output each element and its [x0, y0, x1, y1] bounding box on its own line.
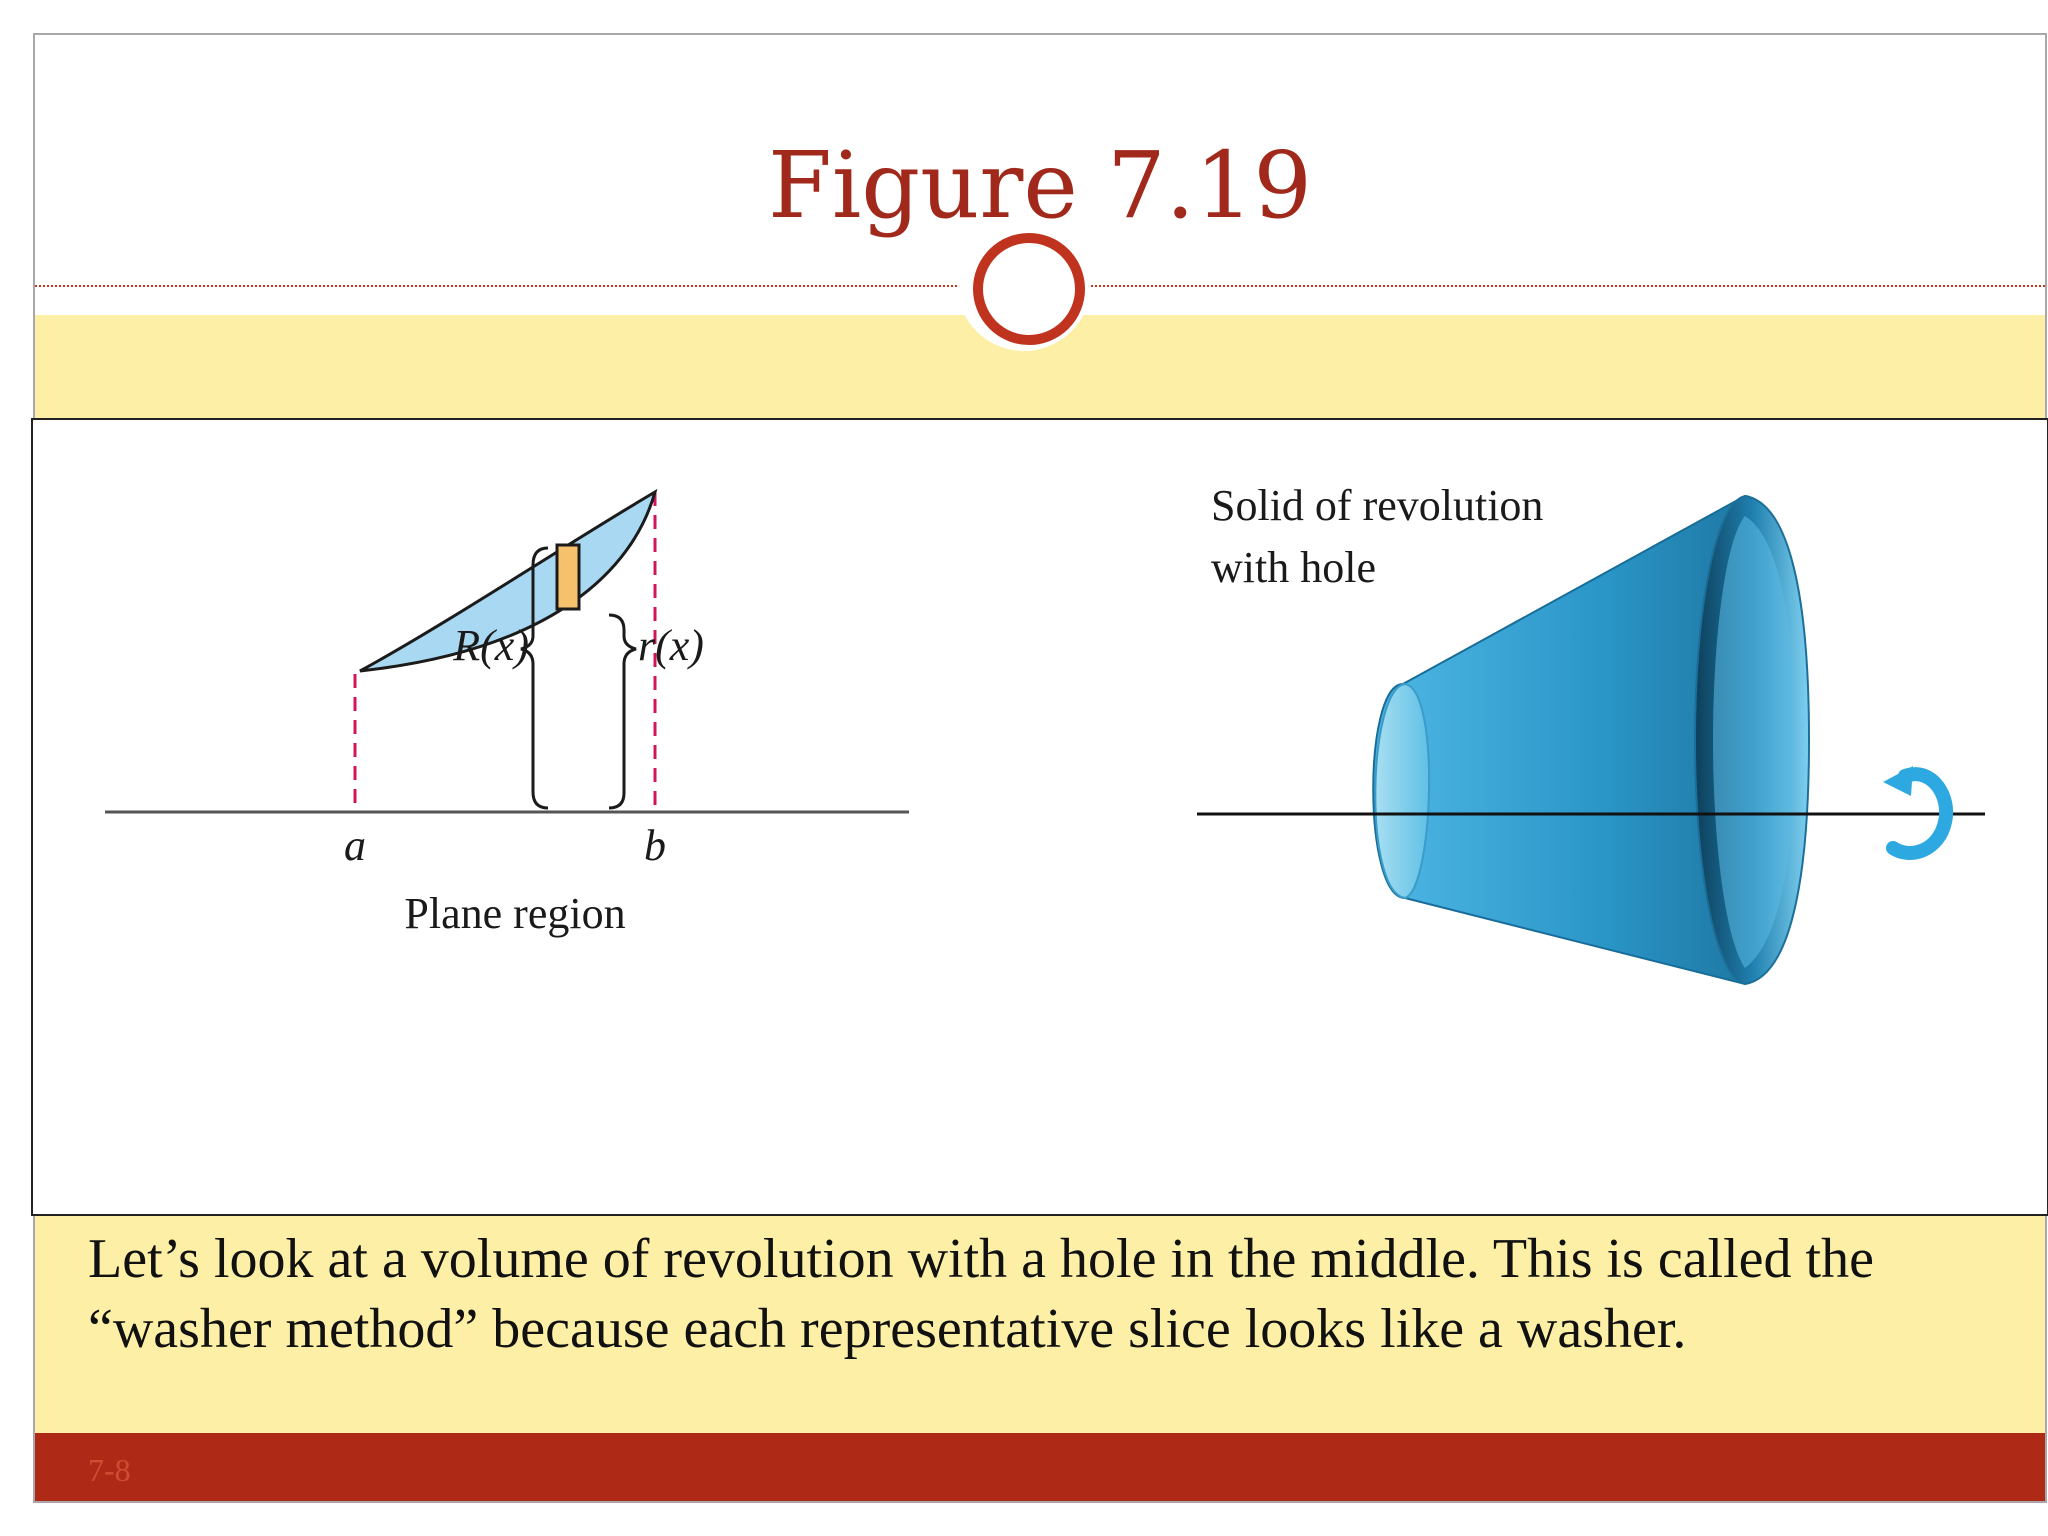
- small-opening: [1374, 682, 1431, 900]
- label-r: r(x): [638, 621, 704, 670]
- figure-svg: R(x) r(x) a b Plane region Solid of revo…: [105, 481, 1985, 986]
- brace-r-icon: [608, 613, 637, 810]
- ring-ornament-icon: [973, 233, 1085, 345]
- page-number: 7-8: [88, 1452, 131, 1488]
- slide-caption: Let’s look at a volume of revolution wit…: [88, 1228, 1874, 1360]
- label-a: a: [344, 821, 366, 870]
- representative-slice: [555, 543, 581, 611]
- label-R: R(x): [452, 621, 529, 670]
- inner-hole-surface: [1713, 516, 1795, 968]
- rotation-arrow-icon: [1883, 766, 1954, 860]
- plane-region-diagram: R(x) r(x) a b Plane region: [105, 488, 909, 938]
- footer-band: [35, 1433, 2045, 1501]
- solid-of-revolution-diagram: Solid of revolution with hole: [1197, 481, 1985, 986]
- plane-region-caption: Plane region: [404, 889, 625, 938]
- solid-label-line1: Solid of revolution: [1211, 481, 1543, 530]
- solid-label-line2: with hole: [1211, 543, 1376, 592]
- label-b: b: [644, 821, 666, 870]
- figure-panel: R(x) r(x) a b Plane region Solid of revo…: [31, 418, 2048, 1216]
- brace-R-icon: [520, 546, 549, 810]
- plane-region-shape: [359, 488, 658, 673]
